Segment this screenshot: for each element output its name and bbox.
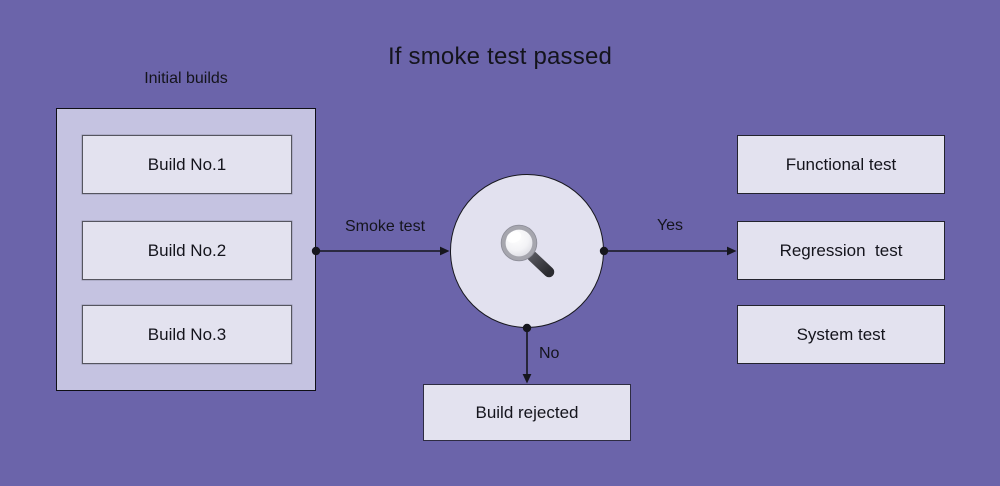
arrow-no bbox=[522, 323, 532, 384]
node-build-2-label: Build No.2 bbox=[147, 240, 227, 260]
page-title: If smoke test passed bbox=[387, 43, 613, 70]
node-build-1-label: Build No.1 bbox=[147, 154, 227, 174]
node-build-1: Build No.1 bbox=[82, 135, 292, 194]
decision-node bbox=[450, 174, 604, 328]
edge-label-no: No bbox=[539, 345, 560, 362]
node-build-rejected: Build rejected bbox=[423, 384, 631, 441]
node-functional-test: Functional test bbox=[737, 135, 945, 194]
arrow-smoke-test bbox=[311, 246, 450, 256]
initial-builds-label: Initial builds bbox=[144, 70, 228, 87]
node-build-2: Build No.2 bbox=[82, 221, 292, 280]
node-system-test-label: System test bbox=[796, 324, 886, 344]
node-functional-test-label: Functional test bbox=[785, 154, 897, 174]
edge-label-yes: Yes bbox=[656, 217, 684, 234]
node-build-rejected-label: Build rejected bbox=[475, 402, 579, 422]
node-build-3-label: Build No.3 bbox=[147, 324, 227, 344]
node-system-test: System test bbox=[737, 305, 945, 364]
node-regression-test-label: Regression test bbox=[779, 240, 903, 260]
edge-label-smoke-test: Smoke test bbox=[344, 218, 426, 235]
arrow-yes bbox=[599, 246, 737, 256]
node-build-3: Build No.3 bbox=[82, 305, 292, 364]
node-regression-test: Regression test bbox=[737, 221, 945, 280]
